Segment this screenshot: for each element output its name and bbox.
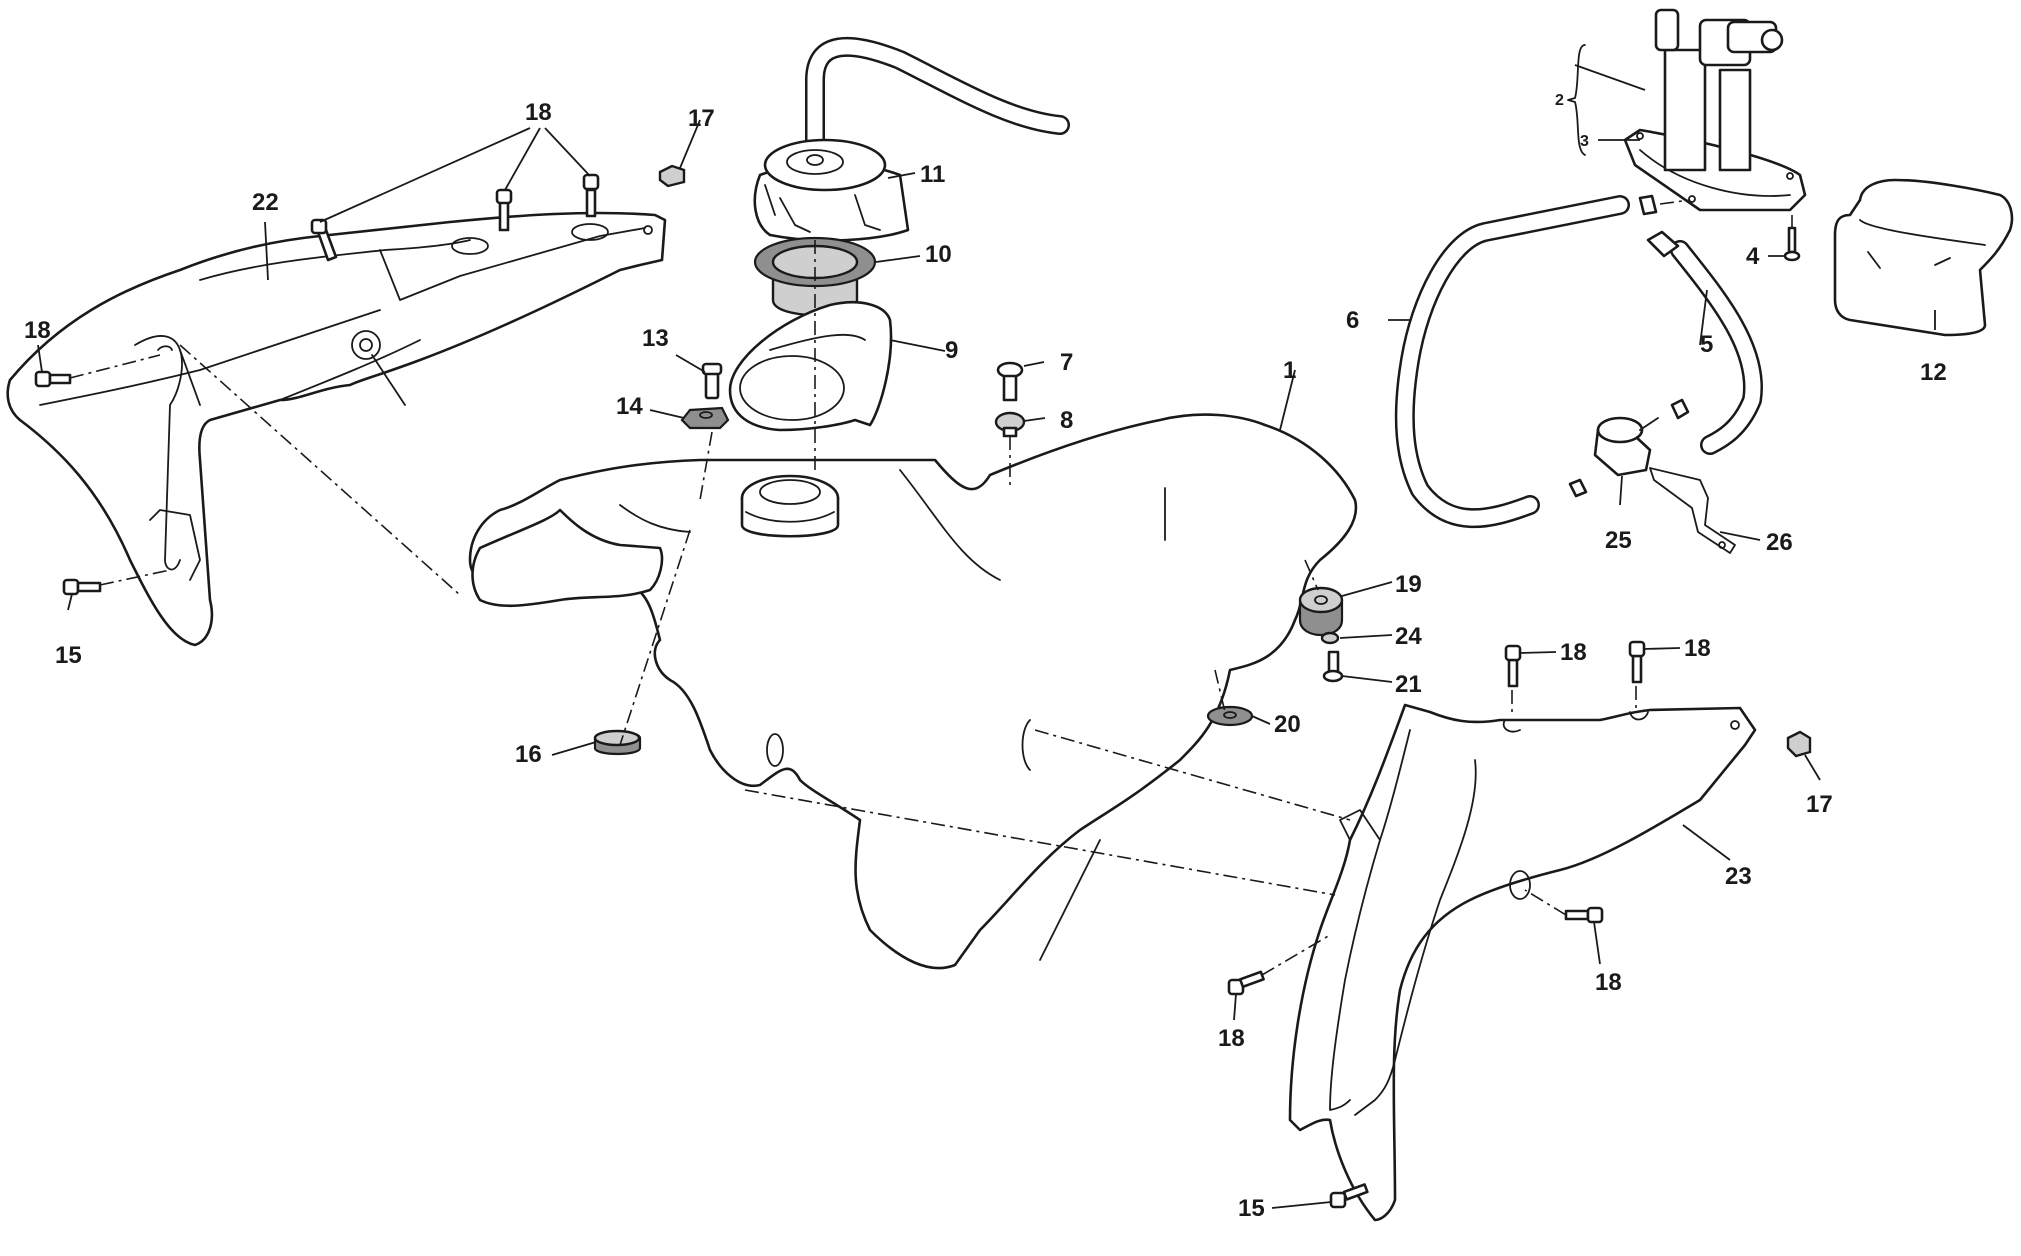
callout-24: 24: [1395, 623, 1422, 650]
leader-lines: [37, 64, 1936, 1209]
spire-clip-17-left[interactable]: [658, 164, 686, 188]
bolt-15-right[interactable]: [1329, 1183, 1369, 1209]
callout-7: 7: [1060, 349, 1073, 376]
fuel-hose-5[interactable]: [1646, 230, 1763, 455]
callout-3: 3: [1580, 133, 1589, 150]
callout-2: 2: [1555, 92, 1564, 109]
callout-14: 14: [616, 393, 643, 420]
callout-23: 23: [1725, 863, 1752, 890]
callout-20: 20: [1274, 711, 1301, 738]
filler-surround[interactable]: [728, 301, 893, 432]
callout-10: 10: [925, 241, 952, 268]
fuel-hose-6[interactable]: [1394, 195, 1630, 529]
callout-15-left: 15: [55, 642, 82, 669]
callout-18-right-b: 18: [1684, 635, 1711, 662]
pump-screw-4[interactable]: [1783, 226, 1801, 262]
callout-18-top: 18: [525, 99, 552, 126]
fuel-pump-cover[interactable]: [1833, 178, 2014, 337]
fuel-cap[interactable]: [753, 36, 1070, 242]
bolt-18-right-c[interactable]: [1564, 906, 1604, 924]
bolt-15-left[interactable]: [62, 578, 102, 596]
bolt-21[interactable]: [1322, 650, 1344, 683]
fuel-tank[interactable]: [468, 413, 1358, 970]
bolt-18-top-a[interactable]: [495, 188, 513, 232]
callout-22: 22: [252, 189, 279, 216]
washer-20[interactable]: [1206, 705, 1254, 727]
bolt-18-top-b[interactable]: [582, 173, 600, 218]
washer-24[interactable]: [1320, 631, 1340, 645]
bolt-13[interactable]: [701, 362, 723, 400]
right-side-shroud[interactable]: [1288, 703, 1757, 1222]
bolt-18-right-d[interactable]: [1227, 970, 1265, 996]
filter-bracket-26[interactable]: [1649, 467, 1736, 554]
callout-26: 26: [1766, 529, 1793, 556]
bolt-18-left[interactable]: [34, 370, 72, 388]
callout-12: 12: [1920, 359, 1947, 386]
grommet-8[interactable]: [994, 411, 1026, 438]
bolt-18-right-a[interactable]: [1504, 644, 1522, 688]
callout-17-right: 17: [1806, 791, 1833, 818]
callout-9: 9: [945, 337, 958, 364]
group-bracket: [1567, 44, 1586, 156]
grommet-14[interactable]: [680, 406, 730, 430]
callout-18-left: 18: [24, 317, 51, 344]
bolt-18-right-b[interactable]: [1628, 640, 1646, 684]
callout-4: 4: [1746, 243, 1760, 270]
fuel-pump-assembly[interactable]: [1623, 8, 1807, 212]
callout-5: 5: [1700, 331, 1713, 358]
callout-18-right-d: 18: [1218, 1025, 1245, 1052]
callout-6: 6: [1346, 307, 1359, 334]
spire-clip-17-right[interactable]: [1786, 730, 1812, 758]
hose-clamps: [1568, 194, 1690, 498]
callout-21: 21: [1395, 671, 1422, 698]
callout-11: 11: [920, 161, 945, 188]
left-side-shroud[interactable]: [6, 211, 667, 647]
rubber-mount-19[interactable]: [1298, 586, 1344, 637]
assembly-axes: [69, 199, 1793, 976]
callout-labels: 1 2 3 4 5 6 7 8 9 10 11 12 13 14 15 15 1…: [24, 92, 1947, 1222]
callout-15-right: 15: [1238, 1195, 1265, 1222]
bolt-18-top-c[interactable]: [310, 218, 338, 262]
callout-1: 1: [1283, 357, 1296, 384]
rubber-pad-16[interactable]: [593, 729, 642, 756]
callout-8: 8: [1060, 407, 1073, 434]
filler-neck: [740, 474, 840, 538]
callout-18-right-c: 18: [1595, 969, 1622, 996]
callout-16: 16: [515, 741, 542, 768]
fuel-filter-25[interactable]: [1593, 416, 1659, 477]
callout-25: 25: [1605, 527, 1632, 554]
callout-13: 13: [642, 325, 669, 352]
callout-18-right-a: 18: [1560, 639, 1587, 666]
callout-19: 19: [1395, 571, 1422, 598]
callout-17-left: 17: [688, 105, 715, 132]
screw-7[interactable]: [996, 361, 1024, 402]
